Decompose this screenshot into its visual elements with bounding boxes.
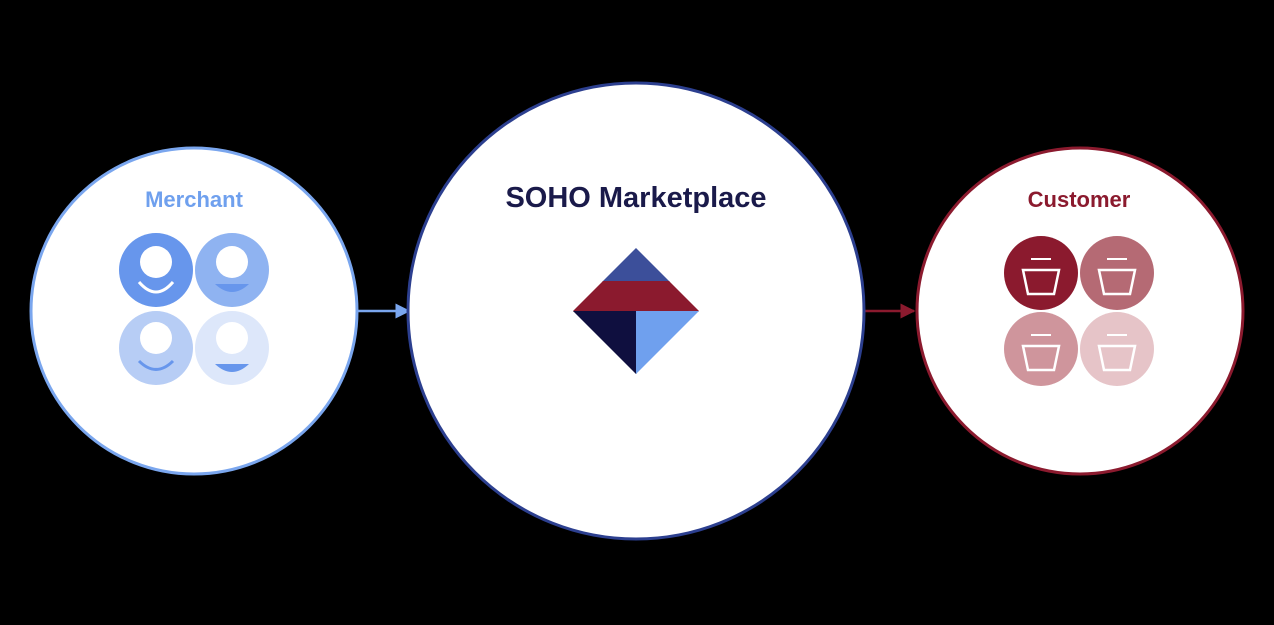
smiley-face-icon xyxy=(195,233,269,307)
smiley-face-icon xyxy=(119,233,193,307)
merchant-node xyxy=(29,146,359,476)
shopping-basket-icon xyxy=(1004,312,1078,386)
merchant-label: Merchant xyxy=(145,187,243,212)
shopping-basket-icon xyxy=(1080,312,1154,386)
shopping-basket-icon xyxy=(1004,236,1078,310)
smiley-face-icon xyxy=(195,311,269,385)
smiley-face-icon xyxy=(119,311,193,385)
merchant-circle xyxy=(29,146,359,476)
hub-node xyxy=(406,81,866,541)
hub-label: SOHO Marketplace xyxy=(505,182,767,214)
customer-circle xyxy=(915,146,1245,476)
customer-node xyxy=(915,146,1245,476)
shopping-basket-icon xyxy=(1080,236,1154,310)
customer-label: Customer xyxy=(1027,187,1131,212)
